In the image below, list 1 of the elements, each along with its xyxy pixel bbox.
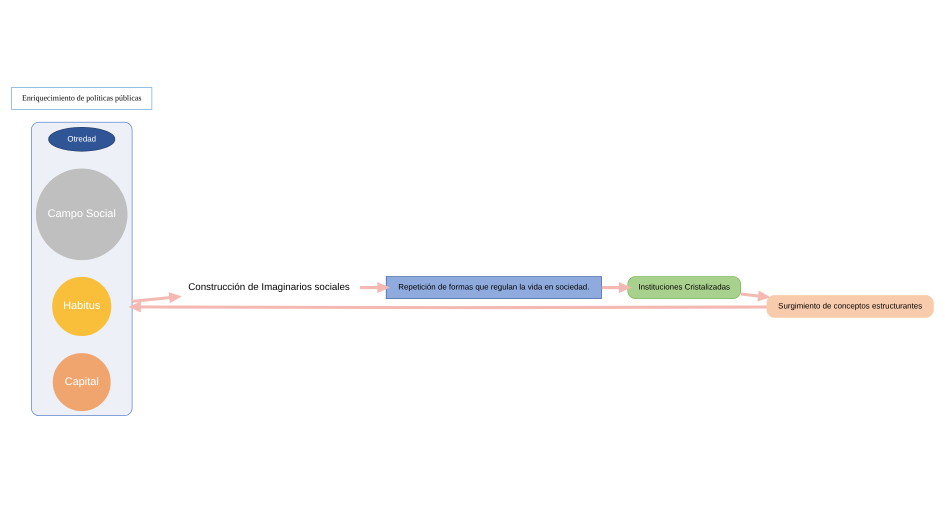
node-text: Construcción de Imaginarios sociales bbox=[188, 282, 350, 293]
